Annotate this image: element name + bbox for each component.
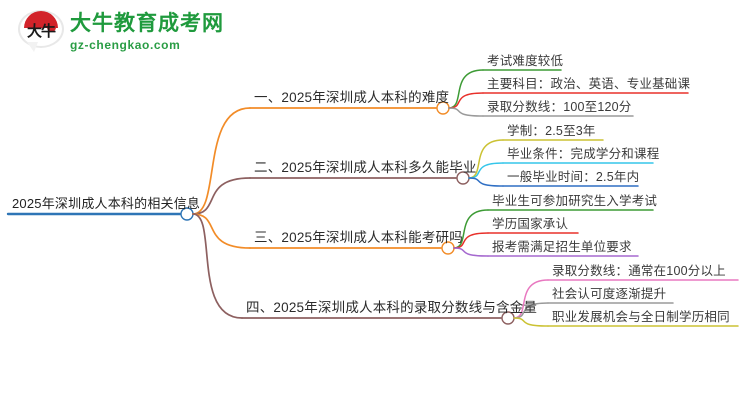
mindmap-leaf-label-1-1[interactable]: 考试难度较低 bbox=[487, 54, 564, 68]
mindmap-leaf-label-2-1[interactable]: 学制：2.5至3年 bbox=[507, 124, 596, 138]
site-domain: gz-chengkao.com bbox=[70, 38, 181, 52]
mindmap-leaf-label-3-1[interactable]: 毕业生可参加研究生入学考试 bbox=[492, 194, 658, 208]
mindmap-branch-label-1[interactable]: 一、2025年深圳成人本科的难度 bbox=[254, 90, 450, 105]
mindmap-leaf-label-4-1[interactable]: 录取分数线：通常在100分以上 bbox=[552, 264, 726, 278]
logo-bubble-tail bbox=[27, 42, 38, 52]
mindmap-root-label[interactable]: 2025年深圳成人本科的相关信息 bbox=[12, 196, 201, 211]
site-title: 大牛教育成考网 bbox=[70, 12, 224, 35]
mindmap-leaf-label-1-2[interactable]: 主要科目：政治、英语、专业基础课 bbox=[487, 77, 691, 91]
mindmap-branch-label-4[interactable]: 四、2025年深圳成人本科的录取分数线与含金量 bbox=[246, 300, 538, 315]
logo-mark-text: 大牛 bbox=[26, 23, 56, 40]
site-logo-text: 大牛教育成考网 gz-chengkao.com bbox=[70, 12, 224, 53]
mindmap-leaf-label-3-2[interactable]: 学历国家承认 bbox=[492, 217, 569, 231]
mindmap-leaf-label-3-3[interactable]: 报考需满足招生单位要求 bbox=[492, 240, 632, 254]
logo-red-dot bbox=[47, 23, 56, 32]
mindmap-leaf-label-4-2[interactable]: 社会认可度逐渐提升 bbox=[552, 287, 667, 301]
site-logo-mark: 大牛 bbox=[18, 10, 64, 54]
mindmap-leaf-label-4-3[interactable]: 职业发展机会与全日制学历相同 bbox=[552, 310, 730, 324]
mindmap-leaf-label-2-2[interactable]: 毕业条件：完成学分和课程 bbox=[507, 147, 660, 161]
mindmap-branch-label-3[interactable]: 三、2025年深圳成人本科能考研吗 bbox=[254, 230, 463, 245]
mindmap-leaf-label-1-3[interactable]: 录取分数线：100至120分 bbox=[487, 100, 632, 114]
mindmap-branch-label-2[interactable]: 二、2025年深圳成人本科多久能毕业 bbox=[254, 160, 477, 175]
site-header: 大牛 大牛教育成考网 gz-chengkao.com bbox=[0, 0, 750, 62]
mindmap-leaf-label-2-3[interactable]: 一般毕业时间：2.5年内 bbox=[507, 170, 640, 184]
